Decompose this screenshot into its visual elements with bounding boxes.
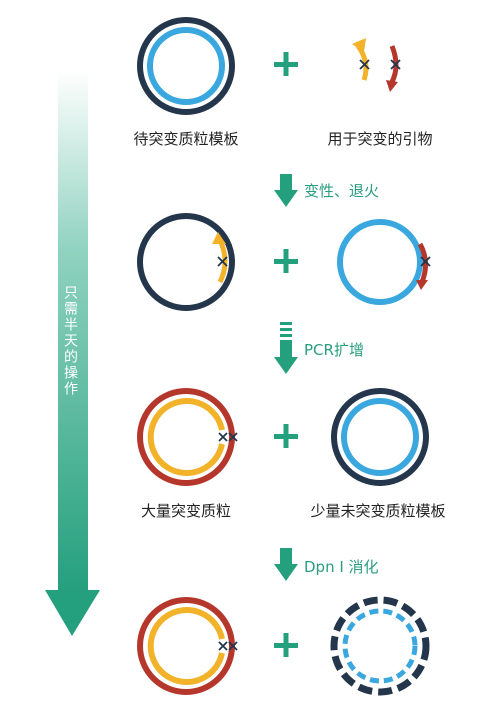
side-label: 只需半天的操作	[62, 285, 78, 397]
plus-sign-4	[274, 633, 298, 657]
mutant-plasmid-label: 大量突变质粒	[140, 502, 232, 520]
annealed-strand-icon	[337, 219, 431, 305]
plus-sign-3	[274, 424, 298, 448]
final-mutant-plasmid-icon	[137, 597, 238, 695]
step-arrow-denature	[274, 174, 298, 207]
primers-icon	[352, 38, 401, 92]
step-arrow-pcr	[274, 322, 298, 374]
step-label-dpn: Dpn Ⅰ 消化	[304, 558, 379, 576]
step-label-pcr: PCR扩增	[304, 341, 364, 359]
plus-sign-1	[274, 52, 298, 76]
mutant-plasmid-icon	[137, 388, 238, 486]
primers-label: 用于突变的引物	[327, 130, 433, 148]
residual-template-icon	[331, 388, 429, 486]
template-plasmid-label: 待突变质粒模板	[133, 130, 239, 148]
step-arrow-dpn	[274, 548, 298, 581]
annealed-template-icon	[137, 213, 235, 311]
plus-sign-2	[274, 249, 298, 273]
template-plasmid-icon	[137, 17, 235, 115]
step-label-denature: 变性、退火	[304, 182, 380, 200]
side-arrow	[45, 70, 100, 636]
digested-template-icon	[330, 596, 430, 696]
residual-template-label: 少量未突变质粒模板	[310, 502, 446, 520]
